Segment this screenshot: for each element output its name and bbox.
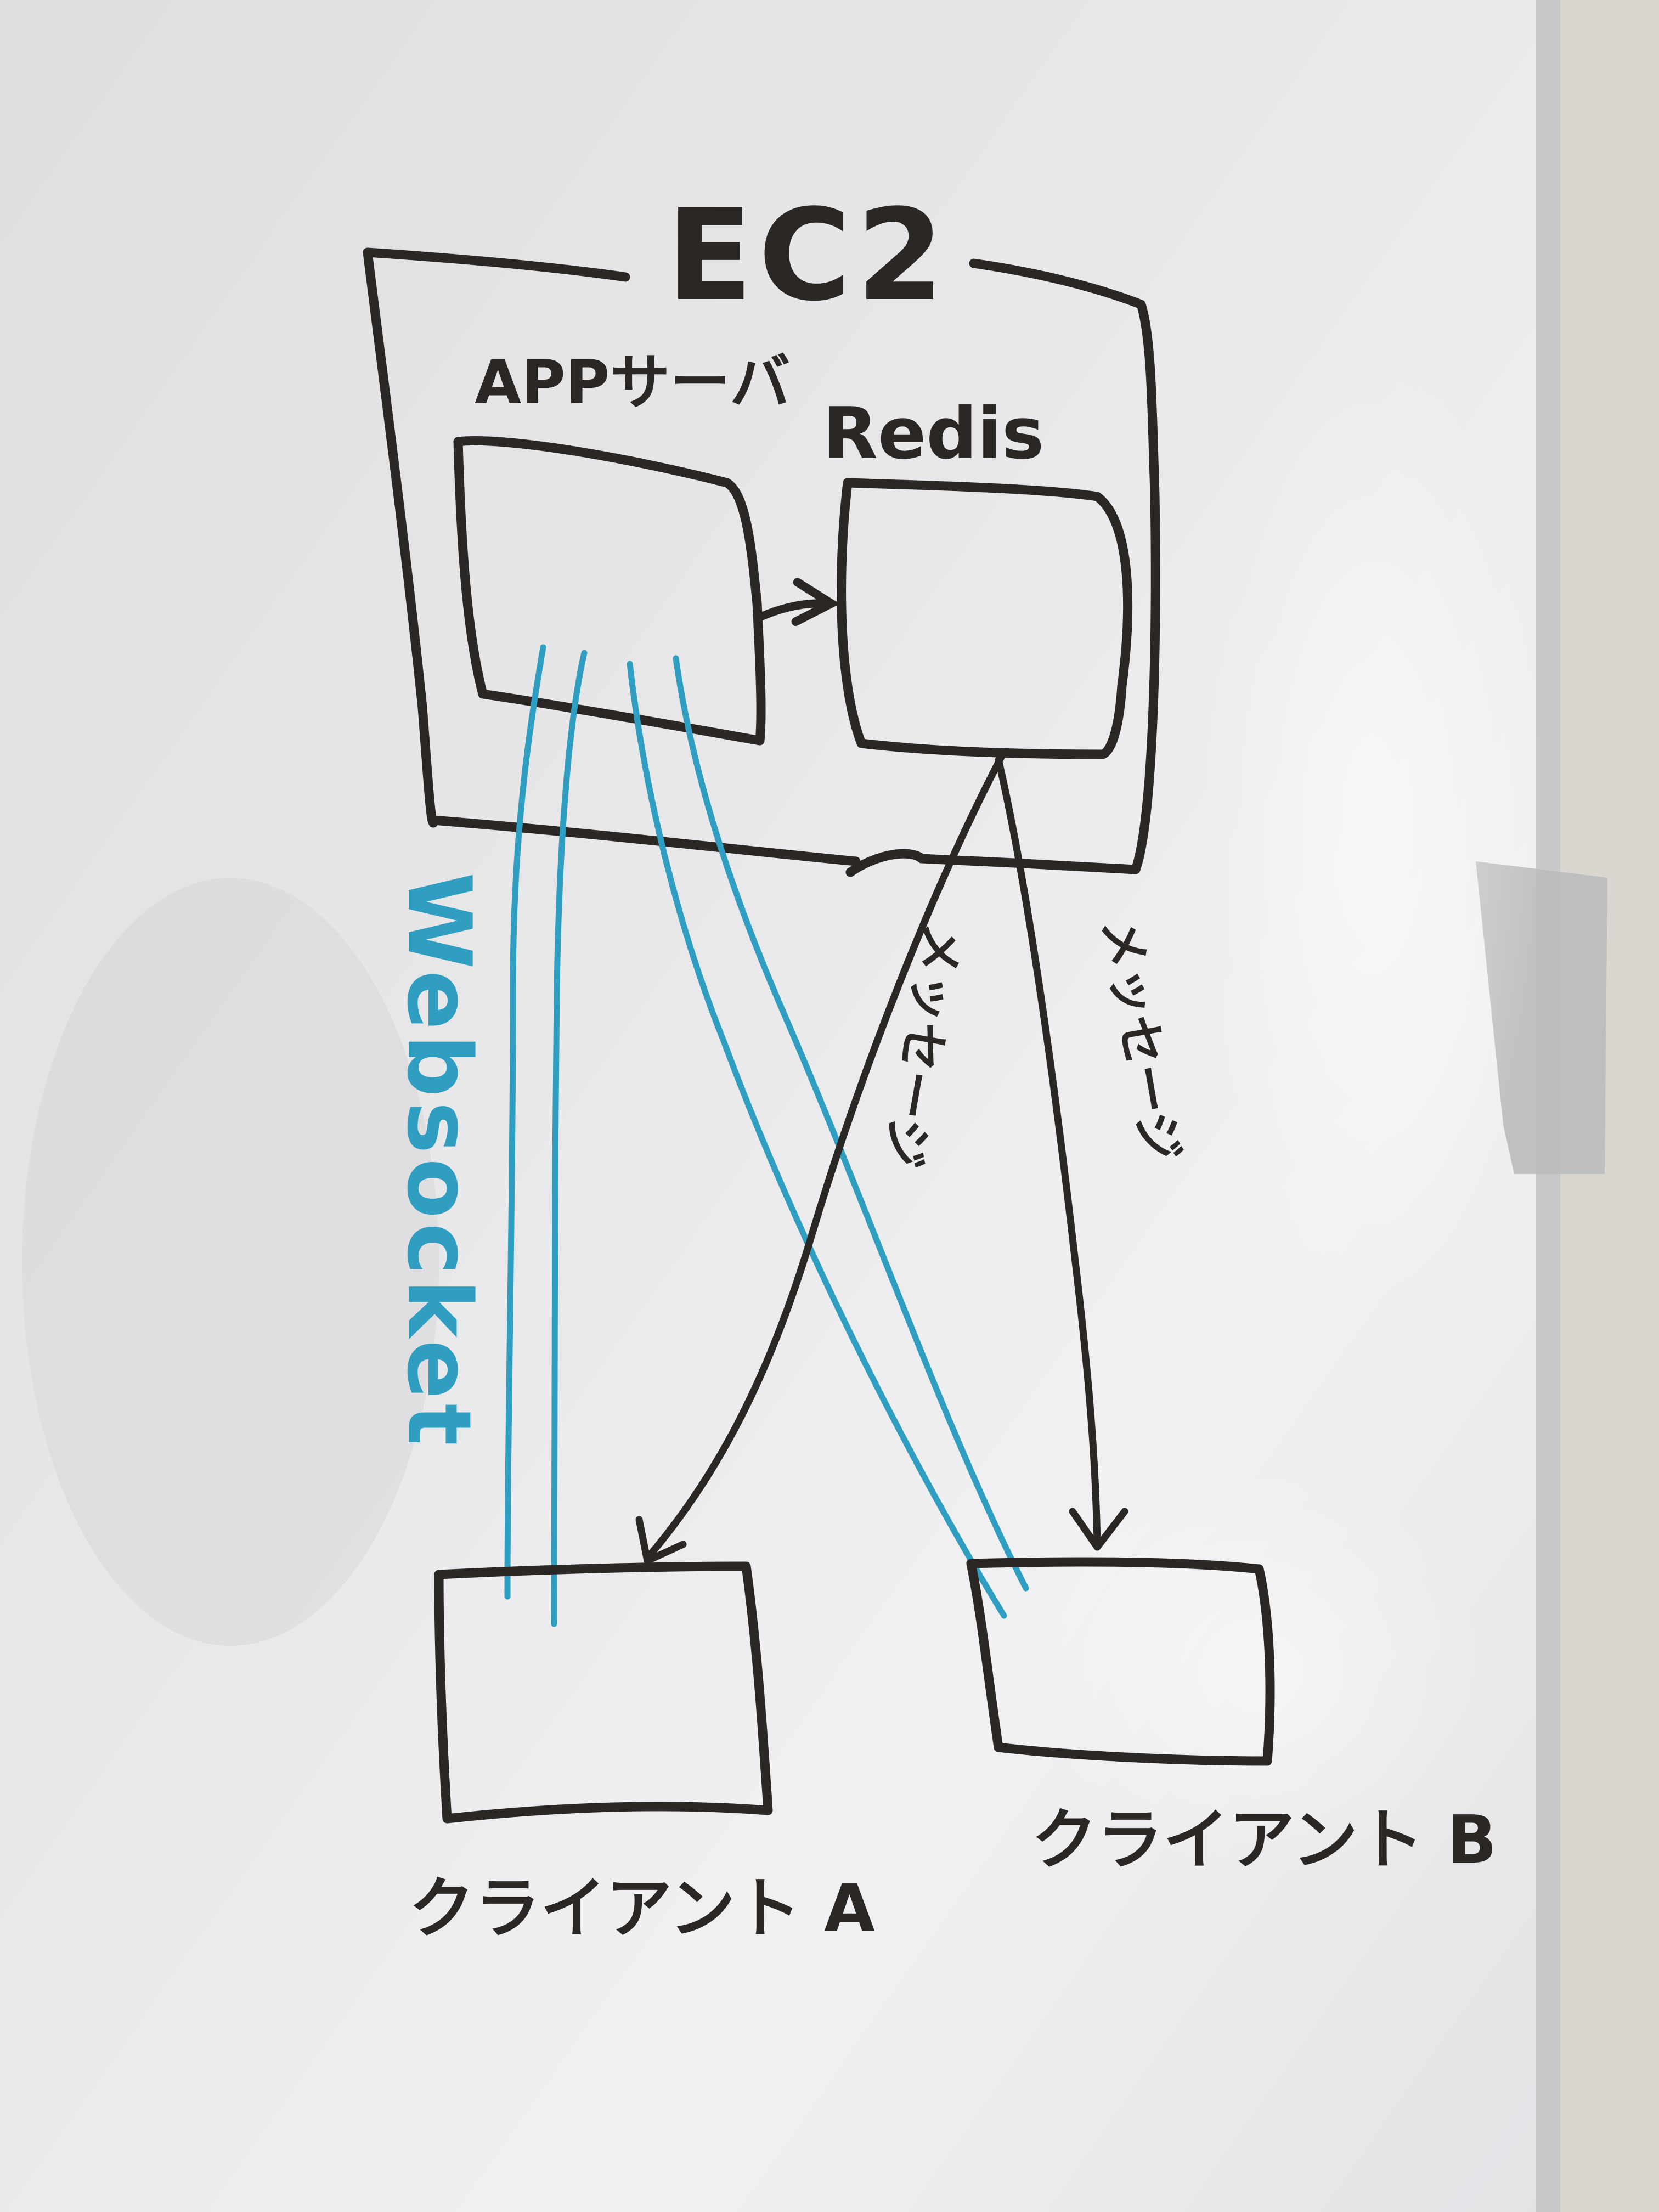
app-server-box xyxy=(453,436,766,746)
client-a-label: クライアント A xyxy=(409,1871,875,1947)
glare-reflection-lower xyxy=(1031,1465,1492,1882)
ec2-label: EC2 xyxy=(667,183,950,329)
websocket-lines-client-b xyxy=(627,655,1029,1619)
client-b-label: クライアント B xyxy=(1031,1802,1497,1878)
redis-label: Redis xyxy=(823,392,1044,475)
app-to-redis-arrow xyxy=(755,578,840,627)
shadow-reflection xyxy=(22,878,439,1646)
redis-to-client-b-arrow xyxy=(995,756,1101,1548)
ec2-box xyxy=(363,247,1160,877)
redis-box xyxy=(837,478,1133,759)
websocket-lines-client-a xyxy=(504,644,588,1627)
websocket-label: Websocket xyxy=(388,872,490,1450)
app-server-label: APPサーバ xyxy=(475,347,790,417)
redis-to-client-a-arrow xyxy=(644,753,1005,1562)
glare-reflection xyxy=(1196,329,1547,1317)
redis-to-client-a-arrowhead xyxy=(635,1516,687,1565)
redis-to-client-b-arrowhead xyxy=(1069,1508,1128,1551)
client-a-box xyxy=(434,1561,773,1824)
client-b-box xyxy=(966,1557,1275,1766)
